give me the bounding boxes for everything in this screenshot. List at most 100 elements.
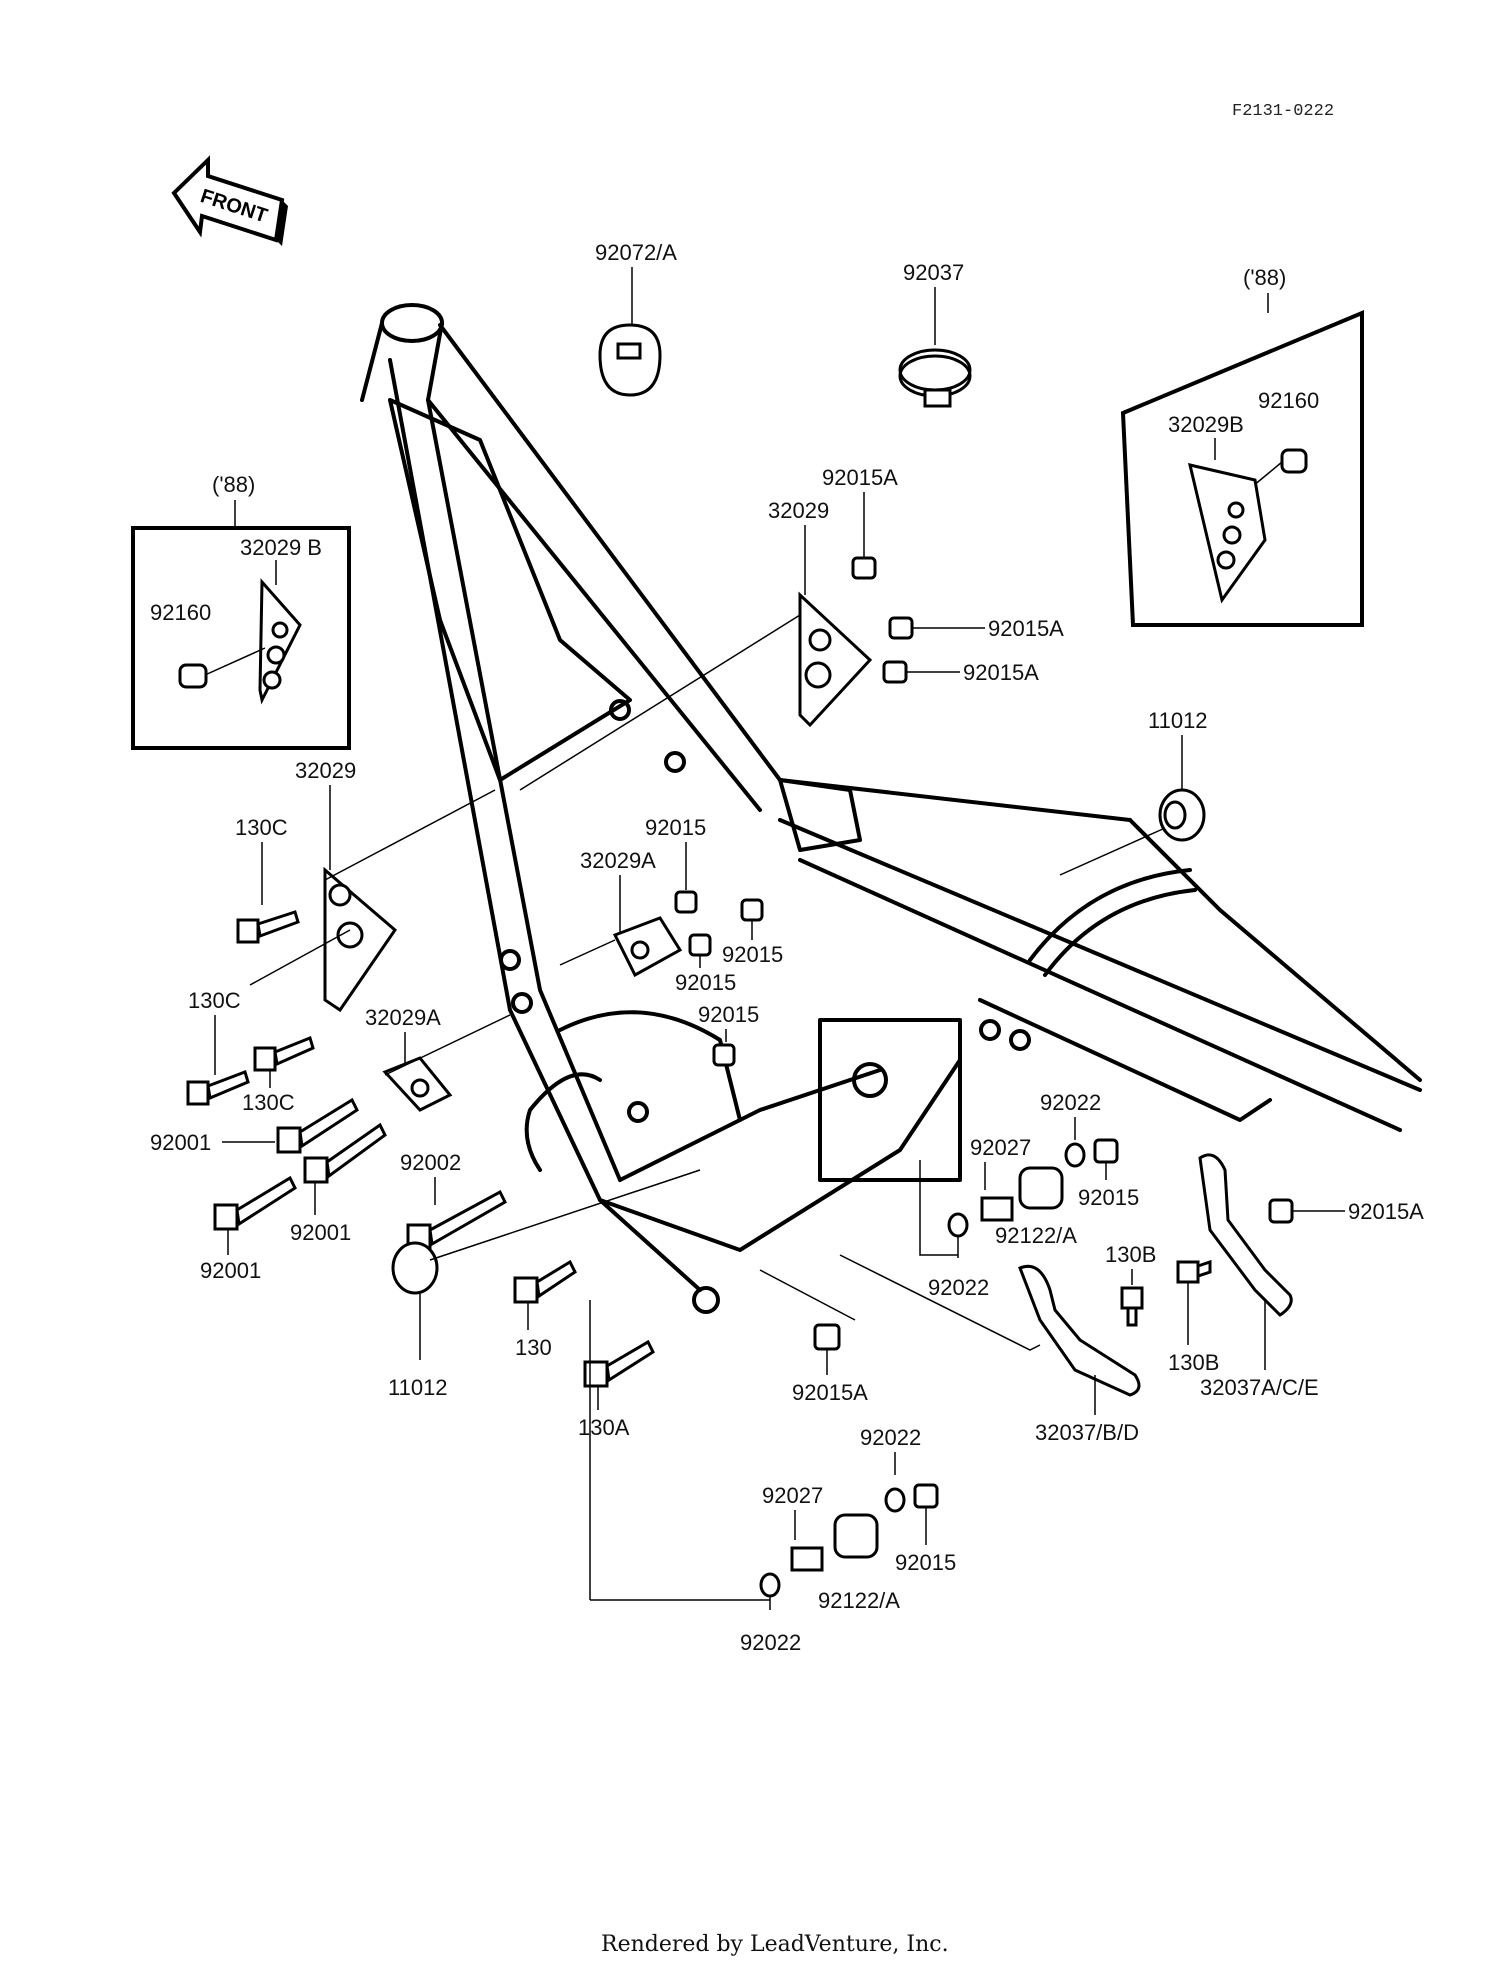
nut-92015-6: [913, 1483, 939, 1509]
inset-right-92160-part: [1280, 448, 1308, 474]
bolt-head-92001-3: [213, 1203, 239, 1231]
bracket-32037ACE: [1198, 1153, 1293, 1317]
bolt-head-92001-1: [276, 1126, 302, 1154]
part-92015A-1: 92015A: [822, 465, 898, 580]
inset-right-year: ('88): [1243, 265, 1286, 290]
part-130B-2: 130B: [1168, 1259, 1219, 1375]
part-11012-right: 11012: [1059, 708, 1208, 876]
motorcycle-frame: [360, 303, 1422, 1314]
label-92015A-3: 92015A: [963, 660, 1039, 685]
label-92001-1: 92001: [150, 1130, 211, 1155]
label-32029-top: 32029: [768, 498, 829, 523]
part-92022-3: 92022: [860, 1425, 921, 1513]
part-92072A: 92072/A: [595, 240, 677, 397]
label-92027-2: 92027: [762, 1483, 823, 1508]
inset-left-92160-label: 92160: [150, 600, 211, 625]
bolt-head-130B-1: [1120, 1286, 1144, 1310]
part-92015A-4: 92015A: [589, 1269, 868, 1600]
label-92015-1: 92015: [645, 815, 706, 840]
washer-92022-4: [759, 1572, 781, 1598]
label-92015-2: 92015: [675, 970, 736, 995]
bolt-head-130C-3: [253, 1046, 277, 1072]
washer-92022-1: [1064, 1142, 1086, 1168]
diagram-code: F2131-0222: [1232, 102, 1334, 121]
part-130A: 130A: [578, 1339, 655, 1440]
label-92001-3: 92001: [200, 1258, 261, 1283]
part-92001-3: 92001: [200, 1175, 297, 1283]
washer-92022-3: [884, 1487, 906, 1513]
inset-left-plate: [258, 578, 302, 705]
bushing-92122A-1: [1018, 1166, 1064, 1210]
part-92015-6: 92015: [895, 1483, 956, 1575]
part-92022-1: 92022: [1040, 1090, 1101, 1168]
label-130B-2: 130B: [1168, 1350, 1219, 1375]
part-92037: 92037: [898, 260, 972, 408]
label-92072A: 92072/A: [595, 240, 677, 265]
part-92027-1: 92027: [970, 1135, 1031, 1222]
part-92027-2: 92027: [762, 1483, 824, 1572]
part-32029-top: 32029: [519, 498, 873, 791]
label-32037BD: 32037/B/D: [1035, 1420, 1139, 1445]
bolt-head-92001-2: [303, 1156, 329, 1184]
part-92015A-3: 92015A: [882, 660, 1039, 685]
label-92015-6: 92015: [895, 1550, 956, 1575]
part-92015-3: 92015: [722, 898, 783, 967]
bolt-head-130C-2: [186, 1080, 210, 1106]
part-32029A-2: 32029A: [365, 1005, 511, 1112]
label-92015-5: 92015: [1078, 1185, 1139, 1210]
nut-92015A-5: [1268, 1198, 1294, 1224]
part-92015-5: 92015: [1078, 1138, 1139, 1210]
label-11012-right: 11012: [1148, 708, 1208, 733]
label-92015-3: 92015: [722, 942, 783, 967]
label-92027-1: 92027: [970, 1135, 1031, 1160]
label-92015A-5: 92015A: [1348, 1199, 1424, 1224]
label-92022-1: 92022: [1040, 1090, 1101, 1115]
label-130C-2: 130C: [188, 988, 241, 1013]
bracket-32037BD: [1018, 1264, 1141, 1397]
inset-left-plate-label: 32029 B: [240, 535, 322, 560]
label-92022-4: 92022: [740, 1630, 801, 1655]
label-92002: 92002: [400, 1150, 461, 1175]
label-92015A-2: 92015A: [988, 616, 1064, 641]
label-92015A-4: 92015A: [792, 1380, 868, 1405]
part-92001-2: 92001: [290, 1122, 387, 1245]
part-92015-2: 92015: [675, 933, 736, 995]
inset-left-year: ('88): [212, 472, 255, 497]
bolt-head-130: [513, 1276, 539, 1304]
label-130C-3: 130C: [242, 1090, 295, 1115]
bolt-head-130B-2: [1176, 1260, 1200, 1284]
plate-32029-top: [798, 591, 873, 728]
part-92022-4: 92022: [590, 1572, 801, 1655]
label-130C-1: 130C: [235, 815, 288, 840]
part-92022-2: 92022: [919, 1160, 989, 1300]
nut-92015A-2: [888, 616, 914, 640]
part-130C-1: 130C: [235, 815, 300, 944]
label-92122A-1: 92122/A: [995, 1223, 1077, 1248]
label-92022-3: 92022: [860, 1425, 921, 1450]
nut-92015-5: [1093, 1138, 1119, 1164]
part-92015A-2: 92015A: [888, 616, 1064, 641]
part-92015-1: 92015: [645, 815, 706, 914]
label-32029-left: 32029: [295, 758, 356, 783]
label-92122A-2: 92122/A: [818, 1588, 900, 1613]
inset-right-92160-label: 92160: [1258, 388, 1319, 413]
part-92015A-5: 92015A: [1268, 1198, 1424, 1224]
inset-left-88: ('88) 32029 B 92160: [131, 472, 351, 750]
bolt-head-130C-1: [236, 918, 260, 944]
label-32029A-1: 32029A: [580, 848, 656, 873]
part-32029A-1: 32029A: [559, 848, 683, 978]
label-92015A-1: 92015A: [822, 465, 898, 490]
part-130C-2: 130C: [186, 988, 250, 1106]
part-11012-left: 11012: [388, 1169, 701, 1400]
label-92015-4: 92015: [698, 1002, 759, 1027]
part-32037ACE: 32037A/C/E: [1198, 1153, 1319, 1400]
nut-92015A-3: [882, 660, 908, 684]
label-130A: 130A: [578, 1415, 630, 1440]
part-92015-4: 92015: [698, 1002, 759, 1067]
part-92122A-1: 92122/A: [995, 1166, 1077, 1248]
grommet-11012-left: [391, 1241, 439, 1295]
bolt-head-130A: [583, 1360, 609, 1388]
nut-92015A-4: [813, 1323, 841, 1351]
label-92022-2: 92022: [928, 1275, 989, 1300]
